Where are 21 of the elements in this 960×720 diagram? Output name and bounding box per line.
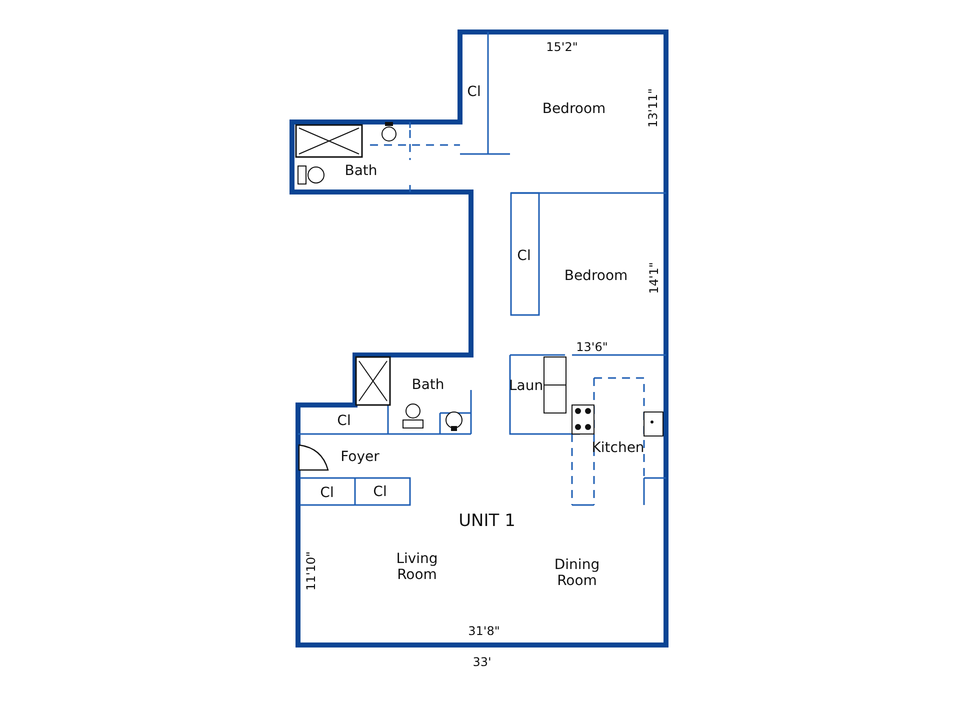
room-label: Cl — [373, 484, 387, 500]
room-label: UNIT 1 — [458, 513, 516, 529]
room-label: Kitchen — [592, 440, 644, 456]
room-label: Bedroom — [542, 101, 606, 117]
dimension-label: 11'10" — [303, 551, 319, 591]
room-label: Foyer — [340, 449, 380, 465]
room-label: Bath — [344, 163, 378, 179]
room-label: Dining Room — [553, 557, 601, 589]
room-label: Cl — [467, 84, 481, 100]
room-label: Cl — [517, 248, 531, 264]
dimension-label: 33' — [472, 654, 492, 670]
dimension-label: 31'8" — [468, 623, 500, 639]
dimension-label: 14'1" — [646, 262, 662, 294]
dimension-label: 13'11" — [645, 88, 661, 128]
room-label: Cl — [337, 413, 351, 429]
room-label: Living Room — [395, 551, 439, 583]
room-label: Bedroom — [564, 268, 628, 284]
room-label: Bath — [412, 377, 444, 393]
dimension-label: 15'2" — [546, 39, 578, 55]
dimension-label: 13'6" — [576, 339, 608, 355]
room-label: Cl — [320, 485, 334, 501]
